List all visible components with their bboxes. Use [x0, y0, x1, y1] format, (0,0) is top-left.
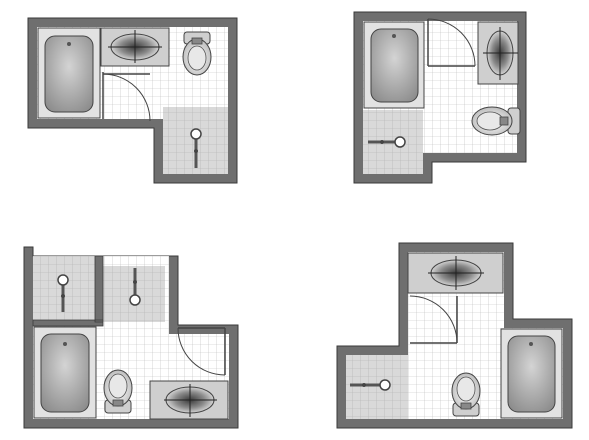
toilet-icon	[471, 106, 521, 136]
shower-valve-icon	[350, 379, 391, 391]
sink-vanity-icon	[407, 252, 504, 294]
plan-4-shower-area	[346, 355, 408, 419]
bathtub-icon	[33, 326, 97, 419]
bathtub-icon	[500, 328, 563, 419]
sink-vanity-icon	[477, 21, 519, 85]
door-swing-icon	[409, 295, 458, 344]
bathtub-icon	[37, 27, 101, 119]
sink-vanity-icon	[149, 380, 229, 420]
plan-2	[353, 11, 527, 184]
bathtub-icon	[363, 21, 425, 109]
shower-valve-icon	[57, 274, 69, 312]
plan-4	[336, 242, 573, 429]
plan-3-partition	[32, 255, 104, 327]
toilet-icon	[103, 369, 133, 414]
shower-valve-icon	[129, 268, 141, 306]
door-swing-icon	[427, 18, 476, 67]
toilet-icon	[451, 372, 481, 417]
plan-1	[27, 17, 238, 184]
door-swing-icon	[102, 72, 151, 122]
shower-valve-icon	[368, 136, 406, 148]
door-swing-icon	[177, 327, 226, 376]
toilet-icon	[182, 31, 212, 76]
sink-vanity-icon	[100, 27, 170, 67]
plan-3	[23, 246, 239, 429]
shower-valve-icon	[190, 128, 202, 168]
